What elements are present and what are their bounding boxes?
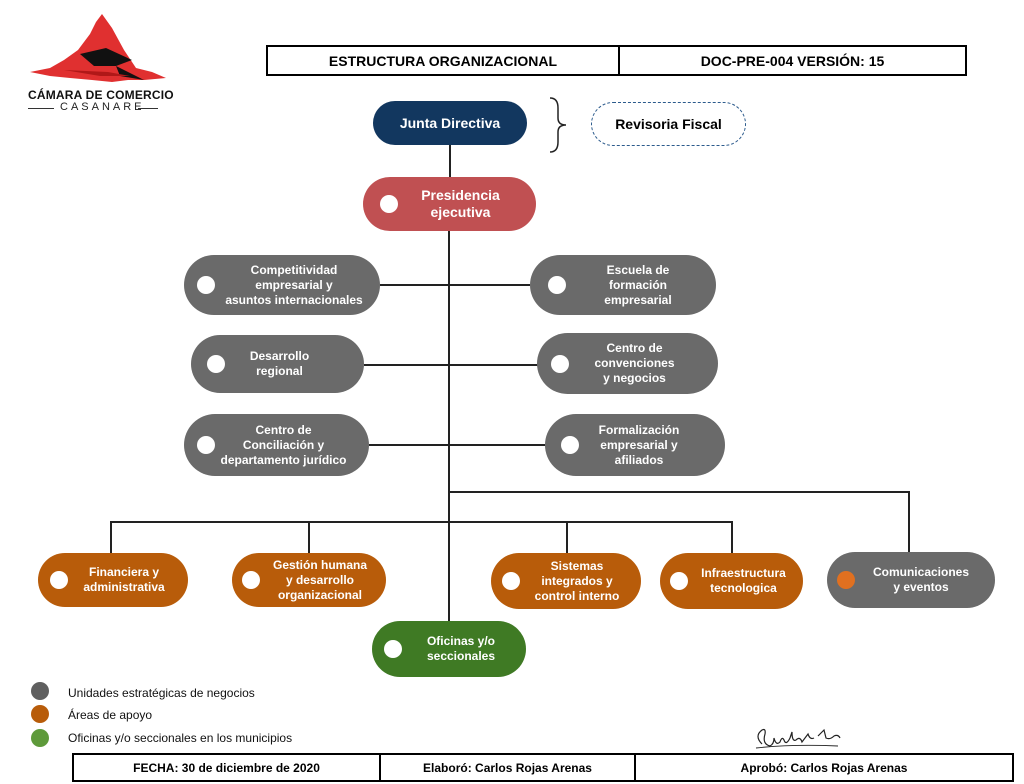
connector-drop-infra: [731, 521, 733, 553]
financiera-label: Financiera y administrativa: [83, 565, 165, 594]
conciliacion-label: Centro de Conciliación y departamento ju…: [220, 422, 347, 467]
connector-right-branch-h: [448, 491, 910, 493]
gestion-label: Gestión humana y desarrollo organizacion…: [272, 557, 367, 602]
legend-support-dot-icon: [31, 705, 49, 723]
desarrollo-regional-node[interactable]: Desarrollo regional: [191, 335, 364, 393]
desarrollo-dot-icon: [207, 355, 225, 373]
revisoria-fiscal-label: Revisoria Fiscal: [615, 116, 722, 132]
signature-image: [755, 728, 841, 749]
centro-convenciones-node[interactable]: Centro de convenciones y negocios: [537, 333, 718, 394]
connector-row2: [364, 364, 538, 366]
cardinal-bird-logo-icon: [30, 14, 166, 82]
document-footer: FECHA: 30 de diciembre de 2020 Elaboró: …: [72, 753, 1014, 782]
sistemas-dot-icon: [502, 572, 520, 590]
escuela-label: Escuela de formación empresarial: [604, 262, 672, 307]
footer-date: FECHA: 30 de diciembre de 2020: [133, 760, 320, 775]
document-header: ESTRUCTURA ORGANIZACIONAL DOC-PRE-004 VE…: [266, 45, 967, 76]
revisoria-fiscal-node[interactable]: Revisoria Fiscal: [591, 102, 746, 146]
competitividad-label: Competitividad empresarial y asuntos int…: [225, 262, 363, 307]
junta-directiva-node[interactable]: Junta Directiva: [373, 101, 527, 145]
sistemas-integrados-node[interactable]: Sistemas integrados y control interno: [491, 553, 641, 609]
convenciones-dot-icon: [551, 354, 569, 373]
oficinas-seccionales-node[interactable]: Oficinas y/o seccionales: [372, 621, 526, 677]
comunicaciones-dot-icon: [837, 571, 855, 589]
document-title: ESTRUCTURA ORGANIZACIONAL: [328, 52, 558, 69]
infraestructura-label: Infraestructura tecnologica: [701, 566, 786, 595]
competitividad-dot-icon: [197, 276, 215, 294]
legend-offices-label: Oficinas y/o seccionales en los municipi…: [68, 731, 293, 745]
logo: CÁMARA DE COMERCIO CASANARE: [20, 10, 180, 115]
oficinas-dot-icon: [384, 640, 402, 658]
connector-row1: [380, 284, 530, 286]
legend-strategic-label: Unidades estratégicas de negocios: [68, 686, 255, 700]
junta-directiva-label: Junta Directiva: [399, 114, 501, 131]
sistemas-label: Sistemas integrados y control interno: [534, 558, 620, 603]
presidencia-dot-icon: [380, 195, 398, 213]
brace-icon: [549, 97, 567, 153]
infraestructura-dot-icon: [670, 572, 688, 590]
connector-row3: [369, 444, 545, 446]
comunicaciones-node[interactable]: Comunicaciones y eventos: [827, 552, 995, 608]
connector-support-bus: [110, 521, 732, 523]
connector-right-branch-v: [908, 491, 910, 553]
connector-drop-sistemas: [566, 521, 568, 553]
connector-drop-gestion: [308, 521, 310, 553]
financiera-dot-icon: [50, 571, 68, 589]
gestion-dot-icon: [242, 571, 260, 589]
document-code: DOC-PRE-004 VERSIÓN: 15: [618, 47, 965, 74]
presidencia-label: Presidencia ejecutiva: [421, 187, 500, 220]
logo-name-line2: CASANARE: [60, 101, 145, 113]
escuela-formacion-node[interactable]: Escuela de formación empresarial: [530, 255, 716, 315]
logo-rule-left: [28, 108, 54, 109]
conciliacion-dot-icon: [197, 436, 215, 454]
formalizacion-node[interactable]: Formalización empresarial y afiliados: [545, 414, 725, 476]
infraestructura-node[interactable]: Infraestructura tecnologica: [660, 553, 803, 609]
connector-main-trunk: [448, 230, 450, 622]
legend-support-label: Áreas de apoyo: [68, 708, 153, 722]
financiera-node[interactable]: Financiera y administrativa: [38, 553, 188, 607]
comunicaciones-label: Comunicaciones y eventos: [872, 565, 970, 594]
legend-offices-dot-icon: [31, 729, 49, 747]
gestion-humana-node[interactable]: Gestión humana y desarrollo organizacion…: [232, 553, 386, 607]
presidencia-ejecutiva-node[interactable]: Presidencia ejecutiva: [363, 177, 536, 231]
legend-strategic-dot-icon: [31, 682, 49, 700]
desarrollo-label: Desarrollo regional: [249, 349, 310, 378]
formalizacion-label: Formalización empresarial y afiliados: [598, 422, 680, 467]
centro-conciliacion-node[interactable]: Centro de Conciliación y departamento ju…: [184, 414, 369, 476]
oficinas-label: Oficinas y/o seccionales: [426, 634, 496, 663]
connector-drop-financiera: [110, 521, 112, 553]
escuela-dot-icon: [548, 276, 566, 294]
convenciones-label: Centro de convenciones y negocios: [594, 341, 675, 385]
logo-rule-right: [138, 108, 158, 109]
footer-approved-by: Aprobó: Carlos Rojas Arenas: [634, 755, 1012, 780]
footer-prepared-by: Elaboró: Carlos Rojas Arenas: [379, 755, 634, 780]
formalizacion-dot-icon: [561, 436, 579, 454]
competitividad-node[interactable]: Competitividad empresarial y asuntos int…: [184, 255, 380, 315]
logo-name-line1: CÁMARA DE COMERCIO: [28, 88, 174, 102]
connector-board-presidency: [449, 144, 451, 178]
